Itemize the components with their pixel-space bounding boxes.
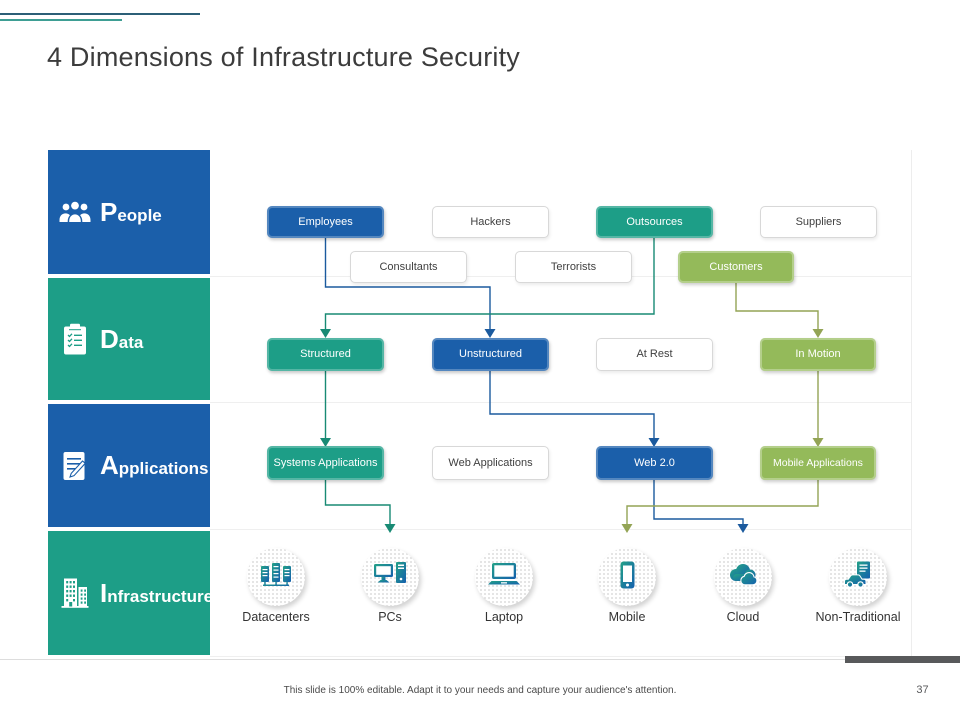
- infra-circle-non-traditional: [829, 548, 887, 606]
- box-unstructured: Unstructured: [432, 338, 549, 371]
- connector-web20-cloud: [653, 480, 744, 525]
- infra-circle-laptop: [475, 548, 533, 606]
- infra-label-laptop: Laptop: [484, 610, 524, 624]
- infra-circle-datacenters: [247, 548, 305, 606]
- header-accent-line-primary: [0, 13, 200, 15]
- infra-label-datacenters: Datacenters: [242, 610, 310, 624]
- building-icon: [56, 577, 94, 609]
- clipboard-icon: [56, 323, 94, 355]
- sidebar-label: People: [100, 196, 162, 227]
- box-hackers: Hackers: [432, 206, 549, 238]
- row-divider: [210, 402, 912, 403]
- sidebar-label: Data: [100, 323, 144, 354]
- box-terrorists: Terrorists: [515, 251, 632, 283]
- box-in-motion: In Motion: [760, 338, 876, 371]
- page-title: 4 Dimensions of Infrastructure Security: [47, 42, 520, 72]
- mobile-icon: [619, 561, 636, 594]
- sidebar-item-data: Data: [48, 278, 210, 400]
- row-divider: [210, 656, 912, 657]
- connector-customers-inmotion: [735, 283, 819, 330]
- infra-circle-mobile: [598, 548, 656, 606]
- box-employees: Employees: [267, 206, 384, 238]
- sidebar-label: Applications: [100, 450, 209, 480]
- footer-note: This slide is 100% editable. Adapt it to…: [283, 685, 677, 696]
- sidebar-item-people: People: [48, 150, 210, 274]
- horizontal-scrollbar[interactable]: [845, 656, 960, 663]
- document-edit-icon: [56, 450, 94, 482]
- infra-circle-cloud: [714, 548, 772, 606]
- box-outsources: Outsources: [596, 206, 713, 238]
- connector-unstructured-web20: [489, 371, 655, 439]
- box-customers: Customers: [678, 251, 794, 283]
- header-accent-line-secondary: [0, 19, 122, 21]
- box-systems-applications: Systems Applications: [267, 446, 384, 480]
- footer-divider-line: [0, 659, 960, 660]
- box-suppliers: Suppliers: [760, 206, 877, 238]
- infra-label-cloud: Cloud: [726, 610, 760, 624]
- infra-label-non-traditional: Non-Traditional: [815, 610, 901, 624]
- infra-label-pcs: PCs: [378, 610, 402, 624]
- non-traditional-icon: [843, 561, 873, 594]
- box-at-rest: At Rest: [596, 338, 713, 371]
- people-group-icon: [56, 200, 94, 224]
- infra-label-mobile: Mobile: [608, 610, 646, 624]
- page-number: 37: [916, 684, 929, 696]
- box-consultants: Consultants: [350, 251, 467, 283]
- datacenters-icon: [259, 561, 293, 594]
- sidebar-label: Infrastructure: [100, 577, 214, 608]
- infra-circle-pcs: [361, 548, 419, 606]
- laptop-icon: [487, 562, 521, 592]
- box-web-20: Web 2.0: [596, 446, 713, 480]
- pcs-icon: [374, 561, 406, 594]
- box-mobile-applications: Mobile Applications: [760, 446, 876, 480]
- box-structured: Structured: [267, 338, 384, 371]
- connector-mobileapps-mobile: [626, 480, 819, 525]
- connector-systemsapps-pcs: [324, 480, 391, 525]
- cloud-icon: [726, 563, 760, 591]
- row-divider: [210, 529, 912, 530]
- grid-right-edge-line: [911, 150, 912, 656]
- box-web-applications: Web Applications: [432, 446, 549, 480]
- sidebar-item-infrastructure: Infrastructure: [48, 531, 214, 655]
- sidebar-item-applications: Applications: [48, 404, 210, 527]
